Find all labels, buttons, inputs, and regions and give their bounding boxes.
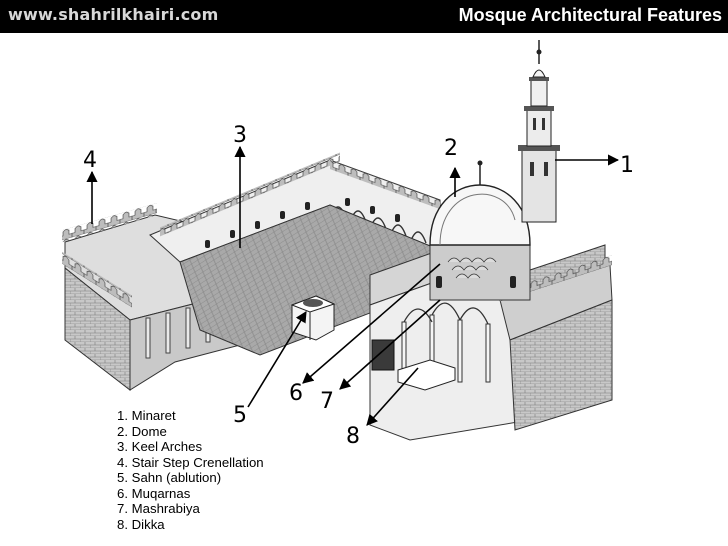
callout-number-7: 7 (320, 389, 334, 414)
header-bar: www.shahrilkhairi.com Mosque Architectur… (0, 0, 728, 33)
callout-arrow-5 (247, 311, 307, 408)
callout-number-1: 1 (620, 153, 634, 178)
callout-number-6: 6 (289, 381, 303, 406)
callout-arrow-7 (339, 299, 441, 390)
legend-item: 8. Dikka (117, 516, 165, 532)
callout-number-3: 3 (233, 123, 247, 148)
legend-item: 3. Keel Arches (117, 439, 203, 454)
callout-number-4: 4 (83, 148, 97, 173)
callout-number-2: 2 (444, 136, 458, 161)
legend-item: 4. Stair Step Crenellation (117, 454, 264, 470)
legend-item: 5. Sahn (ablution) (117, 470, 222, 485)
callout-arrow-8 (366, 367, 419, 426)
callout-number-5: 5 (233, 403, 247, 428)
callout-number-8: 8 (346, 424, 360, 449)
legend-item: 2. Dome (117, 423, 167, 439)
legend-item: 1. Minaret (117, 408, 176, 423)
feature-legend: 1. Minaret 2. Dome 3. Keel Arches 4. Sta… (117, 408, 264, 532)
page-title: Mosque Architectural Features (458, 5, 722, 25)
mosque-cutaway-illustration: 1 2 3 4 5 6 7 8 (62, 40, 634, 449)
legend-item: 6. Muqarnas (117, 485, 191, 501)
callout-arrow-6 (302, 263, 441, 384)
dome (429, 160, 531, 301)
ablution-fountain (290, 295, 336, 341)
legend-item: 7. Mashrabiya (117, 501, 200, 516)
minaret (518, 40, 560, 223)
site-url: www.shahrilkhairi.com (8, 5, 219, 24)
